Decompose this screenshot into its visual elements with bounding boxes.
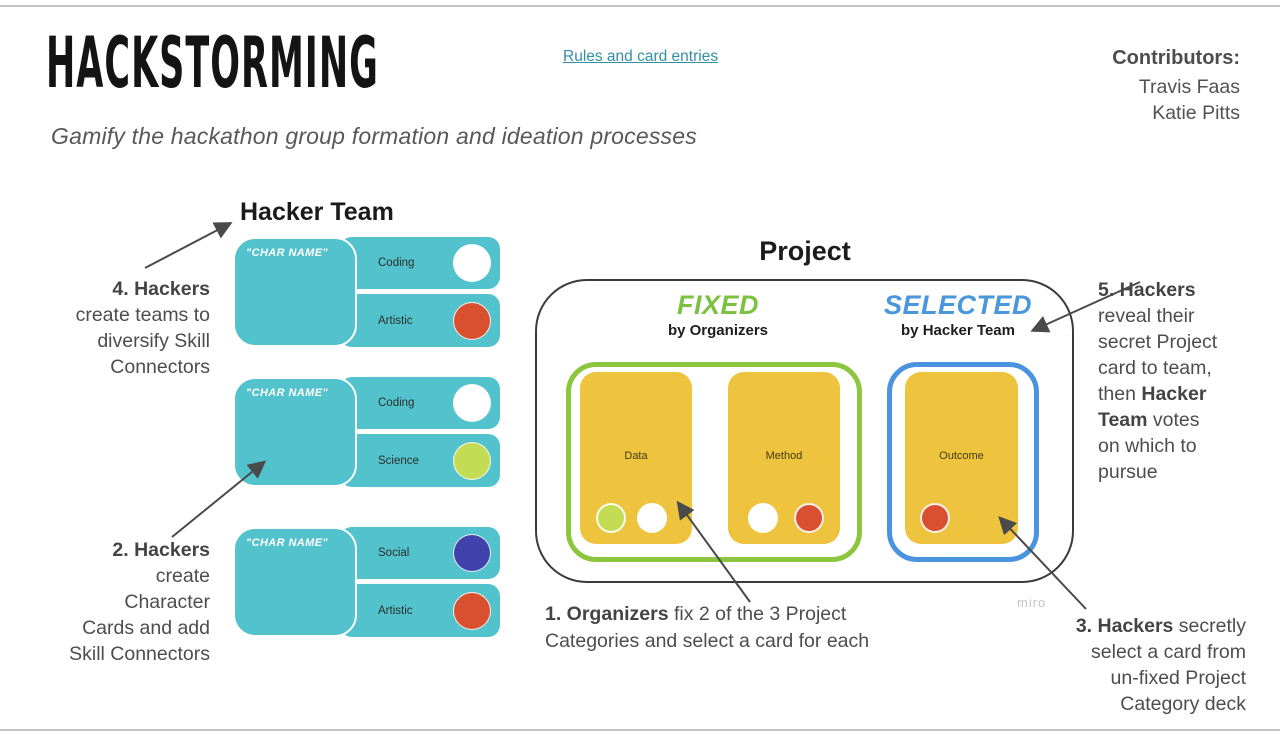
contributor-name: Katie Pitts [1152, 102, 1240, 124]
skill-dot[interactable] [453, 301, 491, 340]
skill-dot[interactable] [453, 244, 491, 282]
skill-dot[interactable] [453, 591, 491, 630]
selected-subtitle: by Hacker Team [901, 322, 1015, 339]
page-title: Hackstorming [46, 22, 712, 112]
character-card[interactable]: "CHAR NAME" [233, 377, 357, 487]
contributors-block: Contributors: Travis Faas Katie Pitts [1112, 47, 1240, 126]
contributors-label: Contributors: [1112, 47, 1240, 69]
skill-connector[interactable]: Science [340, 434, 500, 487]
rules-link[interactable]: Rules and card entries [563, 48, 719, 65]
skill-label: Coding [378, 397, 415, 409]
category-dot[interactable] [637, 503, 667, 533]
character-card-name: "CHAR NAME" [246, 387, 329, 399]
skill-label: Artistic [378, 604, 413, 617]
character-card[interactable]: "CHAR NAME" [233, 527, 357, 637]
character-card-group-1[interactable]: Coding Artistic "CHAR NAME" [233, 237, 500, 347]
project-heading: Project [759, 236, 851, 266]
slide-top-border [0, 5, 1280, 7]
annotation-step-4: 4. Hackers create teams to diversify Ski… [75, 278, 210, 378]
skill-dot[interactable] [453, 534, 491, 572]
project-card-method[interactable]: Method [728, 372, 840, 544]
character-card[interactable]: "CHAR NAME" [233, 237, 357, 347]
project-card-label: Outcome [939, 450, 984, 462]
project-card-dots [748, 503, 824, 533]
skill-connector[interactable]: Artistic [340, 584, 500, 637]
skill-connector[interactable]: Social [340, 527, 500, 579]
skill-connector[interactable]: Coding [340, 377, 500, 429]
character-card-name: "CHAR NAME" [246, 247, 329, 259]
category-dot[interactable] [748, 503, 778, 533]
page-title-text: Hackstorming [46, 22, 379, 104]
selected-title: SELECTED [883, 290, 1033, 320]
project-card-label: Data [624, 450, 648, 462]
skill-dot[interactable] [453, 441, 491, 480]
annotation-step-5: 5. Hackers reveal their secret Project c… [1098, 279, 1218, 483]
skill-label: Social [378, 547, 410, 559]
fixed-subtitle: by Organizers [667, 322, 769, 339]
project-card-label: Method [765, 450, 803, 462]
project-card-dots [596, 503, 667, 533]
category-dot[interactable] [920, 503, 950, 533]
skill-label: Science [378, 454, 419, 467]
category-dot[interactable] [794, 503, 824, 533]
character-card-group-2[interactable]: Coding Science "CHAR NAME" [233, 377, 500, 487]
skill-connector[interactable]: Coding [340, 237, 500, 289]
skill-label: Artistic [378, 314, 413, 327]
project-card-outcome[interactable]: Outcome [905, 372, 1018, 544]
annotation-step-2: 2. Hackers create Character Cards and ad… [69, 539, 210, 665]
project-card-dots [920, 503, 950, 533]
category-dot[interactable] [596, 503, 626, 533]
contributor-name: Travis Faas [1138, 76, 1240, 98]
hacker-team-heading: Hacker Team [240, 198, 394, 226]
character-card-name: "CHAR NAME" [246, 537, 329, 549]
skill-connector[interactable]: Artistic [340, 294, 500, 347]
miro-watermark: miro [1017, 595, 1047, 610]
annotation-step-3: 3. Hackers secretly select a card from u… [1075, 615, 1246, 715]
project-card-data[interactable]: Data [580, 372, 692, 544]
character-card-group-3[interactable]: Social Artistic "CHAR NAME" [233, 527, 500, 637]
slide-bottom-border [0, 729, 1280, 731]
fixed-title: FIXED [676, 290, 759, 320]
skill-dot[interactable] [453, 384, 491, 422]
skill-label: Coding [378, 257, 415, 269]
page-subtitle: Gamify the hackathon group formation and… [51, 123, 697, 149]
arrow-to-hacker-team [144, 222, 233, 269]
annotation-step-1: 1. Organizers fix 2 of the 3 Project Cat… [545, 603, 870, 652]
